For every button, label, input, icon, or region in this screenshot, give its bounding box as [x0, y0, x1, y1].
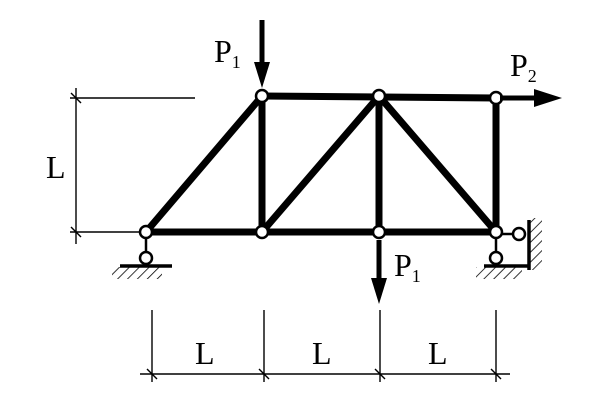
span-dimension: [140, 310, 510, 382]
span-1-label: L: [195, 335, 215, 371]
force-bottom-label: P1: [394, 247, 421, 286]
joint: [254, 224, 270, 240]
joint: [371, 88, 387, 104]
force-top-label: P1: [214, 33, 241, 72]
height-dimension: [70, 88, 195, 244]
joint: [138, 224, 154, 240]
truss-members: [142, 92, 500, 236]
joint: [254, 88, 270, 104]
force-right-label: P2: [510, 47, 537, 86]
left-pin-support: [112, 238, 172, 279]
truss-joints: [138, 88, 504, 240]
span-2-label: L: [312, 335, 332, 371]
height-dimension-label: L: [46, 149, 66, 185]
left-diagonal: [142, 92, 266, 236]
middle-diagonal: [258, 92, 383, 236]
right-diagonal: [375, 92, 500, 236]
joint: [488, 224, 504, 240]
force-arrow-top: [254, 20, 270, 88]
force-arrow-right: [500, 89, 562, 107]
force-arrow-bottom: [371, 240, 387, 304]
span-3-label: L: [428, 335, 448, 371]
right-support: [476, 218, 542, 279]
joint: [371, 224, 387, 240]
